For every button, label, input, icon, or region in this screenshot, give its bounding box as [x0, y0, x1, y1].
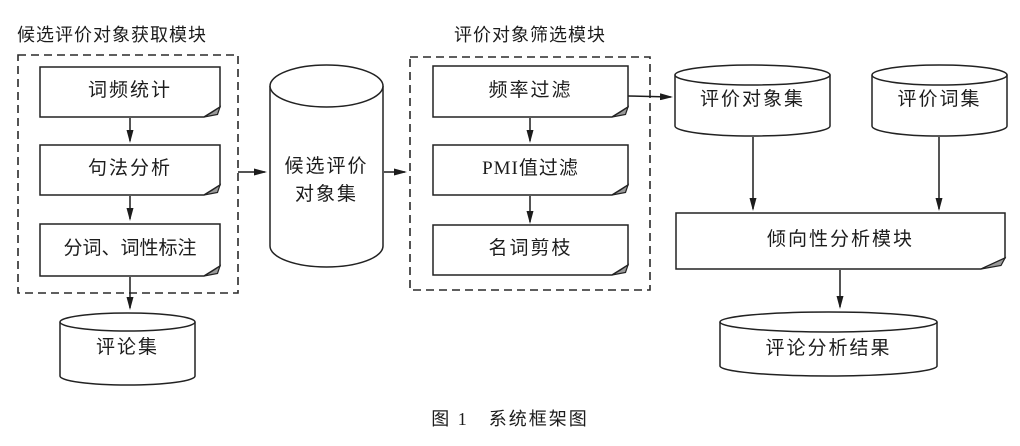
figure-caption: 图 1 系统框架图: [431, 409, 589, 429]
result-store-label: 评论分析结果: [765, 338, 892, 359]
segmentation-box-shape: [39, 223, 222, 277]
comments-store-shape: [59, 312, 196, 386]
acquisition-module-frame: [17, 54, 239, 294]
result-store-shape: [719, 311, 938, 377]
screening-module-frame: [409, 56, 651, 291]
objects-store-shape: [674, 64, 831, 137]
syntax-analysis-box-label: 句法分析: [87, 158, 172, 179]
acquisition-module-title: 候选评价对象获取模块: [17, 25, 207, 45]
sentiment-module-box-shape: [675, 212, 1007, 270]
words-store-label: 评价词集: [897, 89, 982, 110]
candidate-store-shape: [269, 64, 384, 268]
noun-pruning-box-shape: [432, 224, 630, 276]
screening-module-title: 评价对象筛选模块: [454, 25, 606, 45]
segmentation-box-label: 分词、词性标注: [63, 238, 197, 259]
word-frequency-box-label: 词频统计: [87, 80, 172, 101]
sentiment-module-box-label: 倾向性分析模块: [766, 229, 914, 250]
candidate-store-label-line1: 候选评价: [284, 156, 369, 177]
words-store-shape: [871, 64, 1008, 137]
flow-arrows: [126, 93, 943, 310]
pmi-filter-box-label: PMI值过滤: [482, 158, 579, 179]
noun-pruning-box-label: 名词剪枝: [488, 238, 573, 259]
pmi-filter-box-shape: [432, 144, 630, 196]
candidate-store-label-line2: 对象集: [294, 184, 358, 205]
word-frequency-box-shape: [39, 66, 222, 118]
objects-store-label: 评价对象集: [699, 89, 805, 110]
frequency-filter-box-shape: [432, 65, 630, 118]
arrow-screening-to-objects: [627, 93, 673, 101]
comments-store-label: 评论集: [95, 337, 159, 358]
syntax-analysis-box-shape: [39, 144, 222, 196]
frequency-filter-box-label: 频率过滤: [488, 80, 573, 101]
